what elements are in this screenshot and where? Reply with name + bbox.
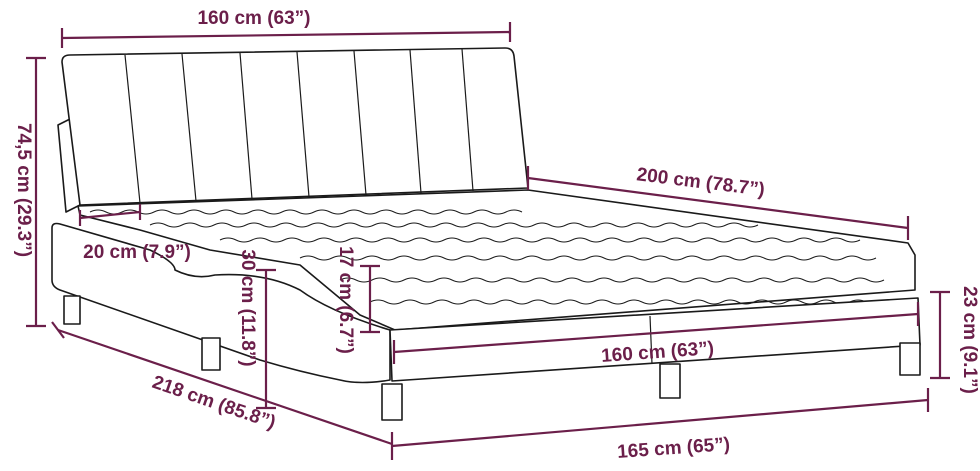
mattress-texture (89, 209, 885, 305)
label-total-width: 165 cm (65”) (617, 434, 731, 463)
bed-illustration (51, 47, 921, 421)
label-total-height: 74,5 cm (29.3”) (13, 123, 34, 257)
headboard (61, 47, 529, 206)
bed-frame-side (51, 222, 391, 384)
bed-leg (899, 342, 921, 376)
bed-leg (63, 295, 81, 325)
label-headboard-width: 160 cm (63”) (197, 8, 310, 29)
label-total-length: 218 cm (85.8”) (149, 372, 278, 434)
bed-leg (381, 383, 403, 421)
bed-leg (659, 363, 681, 399)
label-leg-height: 23 cm (9.1”) (959, 286, 980, 394)
bed-leg (201, 337, 221, 371)
dimension-lines (26, 22, 950, 460)
mattress (77, 189, 916, 331)
label-frame-height-side: 30 cm (11.8”) (237, 249, 258, 366)
label-mattress-thickness: 17 cm (6.7”) (335, 246, 356, 354)
label-headboard-depth: 20 cm (7.9”) (83, 242, 191, 263)
